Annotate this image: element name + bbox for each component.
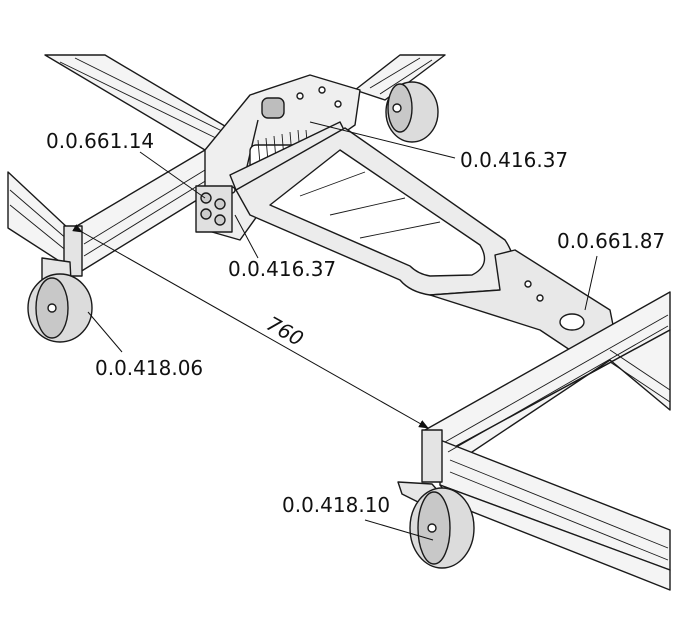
dimension-value: 760: [263, 311, 308, 351]
front-caster: [397, 481, 475, 569]
callout-spring-top: 0.0.416.37: [460, 148, 568, 172]
callout-mount-plate: 0.0.661.14: [46, 129, 154, 153]
front-frame-profile: [421, 291, 671, 591]
callout-spring-bottom: 0.0.416.37: [228, 257, 336, 281]
rear-caster: [385, 81, 439, 143]
rear-frame-profile: [44, 54, 446, 151]
left-cross-profile: [7, 149, 211, 277]
callout-caster-front: 0.0.418.10: [282, 493, 390, 517]
drawbar: [235, 127, 616, 351]
callout-caster-left: 0.0.418.06: [95, 356, 203, 380]
callout-hitch-plate: 0.0.661.87: [557, 229, 665, 253]
leader-lines: [87, 121, 598, 541]
left-caster: [27, 257, 93, 343]
